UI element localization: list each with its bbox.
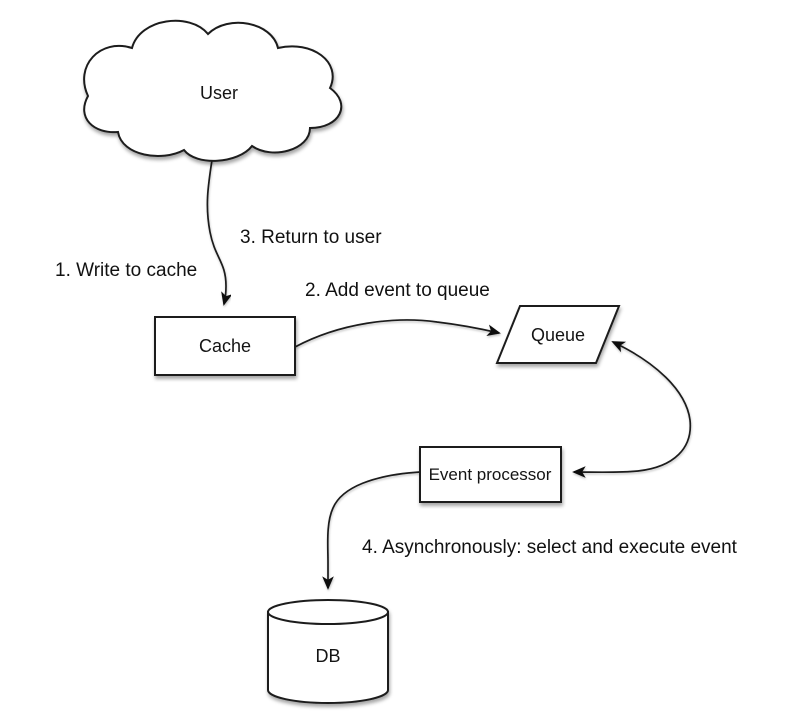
step-label-asynchronously-execute: 4. Asynchronously: select and execute ev… <box>362 537 738 558</box>
step-label-write-to-cache: 1. Write to cache <box>55 260 197 281</box>
event-processor-label: Event processor <box>429 465 552 484</box>
db-cylinder-top <box>267 599 389 625</box>
event-processor-box-shape <box>419 446 562 503</box>
edge-event-processor-to-db <box>322 471 421 590</box>
queue-parallelogram-shape <box>495 305 621 364</box>
step-labels-layer: 1. Write to cache 2. Add event to queue … <box>55 227 738 558</box>
edges-layer <box>206 159 692 590</box>
step-label-add-event-to-queue: 2. Add event to queue <box>305 280 490 301</box>
edge-cache-to-queue <box>294 319 501 348</box>
cache-label: Cache <box>199 336 251 356</box>
user-cloud-shape <box>83 19 343 162</box>
step-label-return-to-user: 3. Return to user <box>240 227 382 248</box>
edge-queue-event-processor <box>572 341 692 478</box>
nodes-layer: User Cache Queue Event processor DB <box>83 19 621 704</box>
cache-box-shape <box>154 316 296 376</box>
db-cylinder-body <box>267 611 389 704</box>
db-label: DB <box>315 646 340 666</box>
queue-label: Queue <box>531 325 585 345</box>
db-cylinder-shape <box>267 599 389 704</box>
user-label: User <box>200 83 238 103</box>
edge-user-to-cache <box>206 159 233 306</box>
